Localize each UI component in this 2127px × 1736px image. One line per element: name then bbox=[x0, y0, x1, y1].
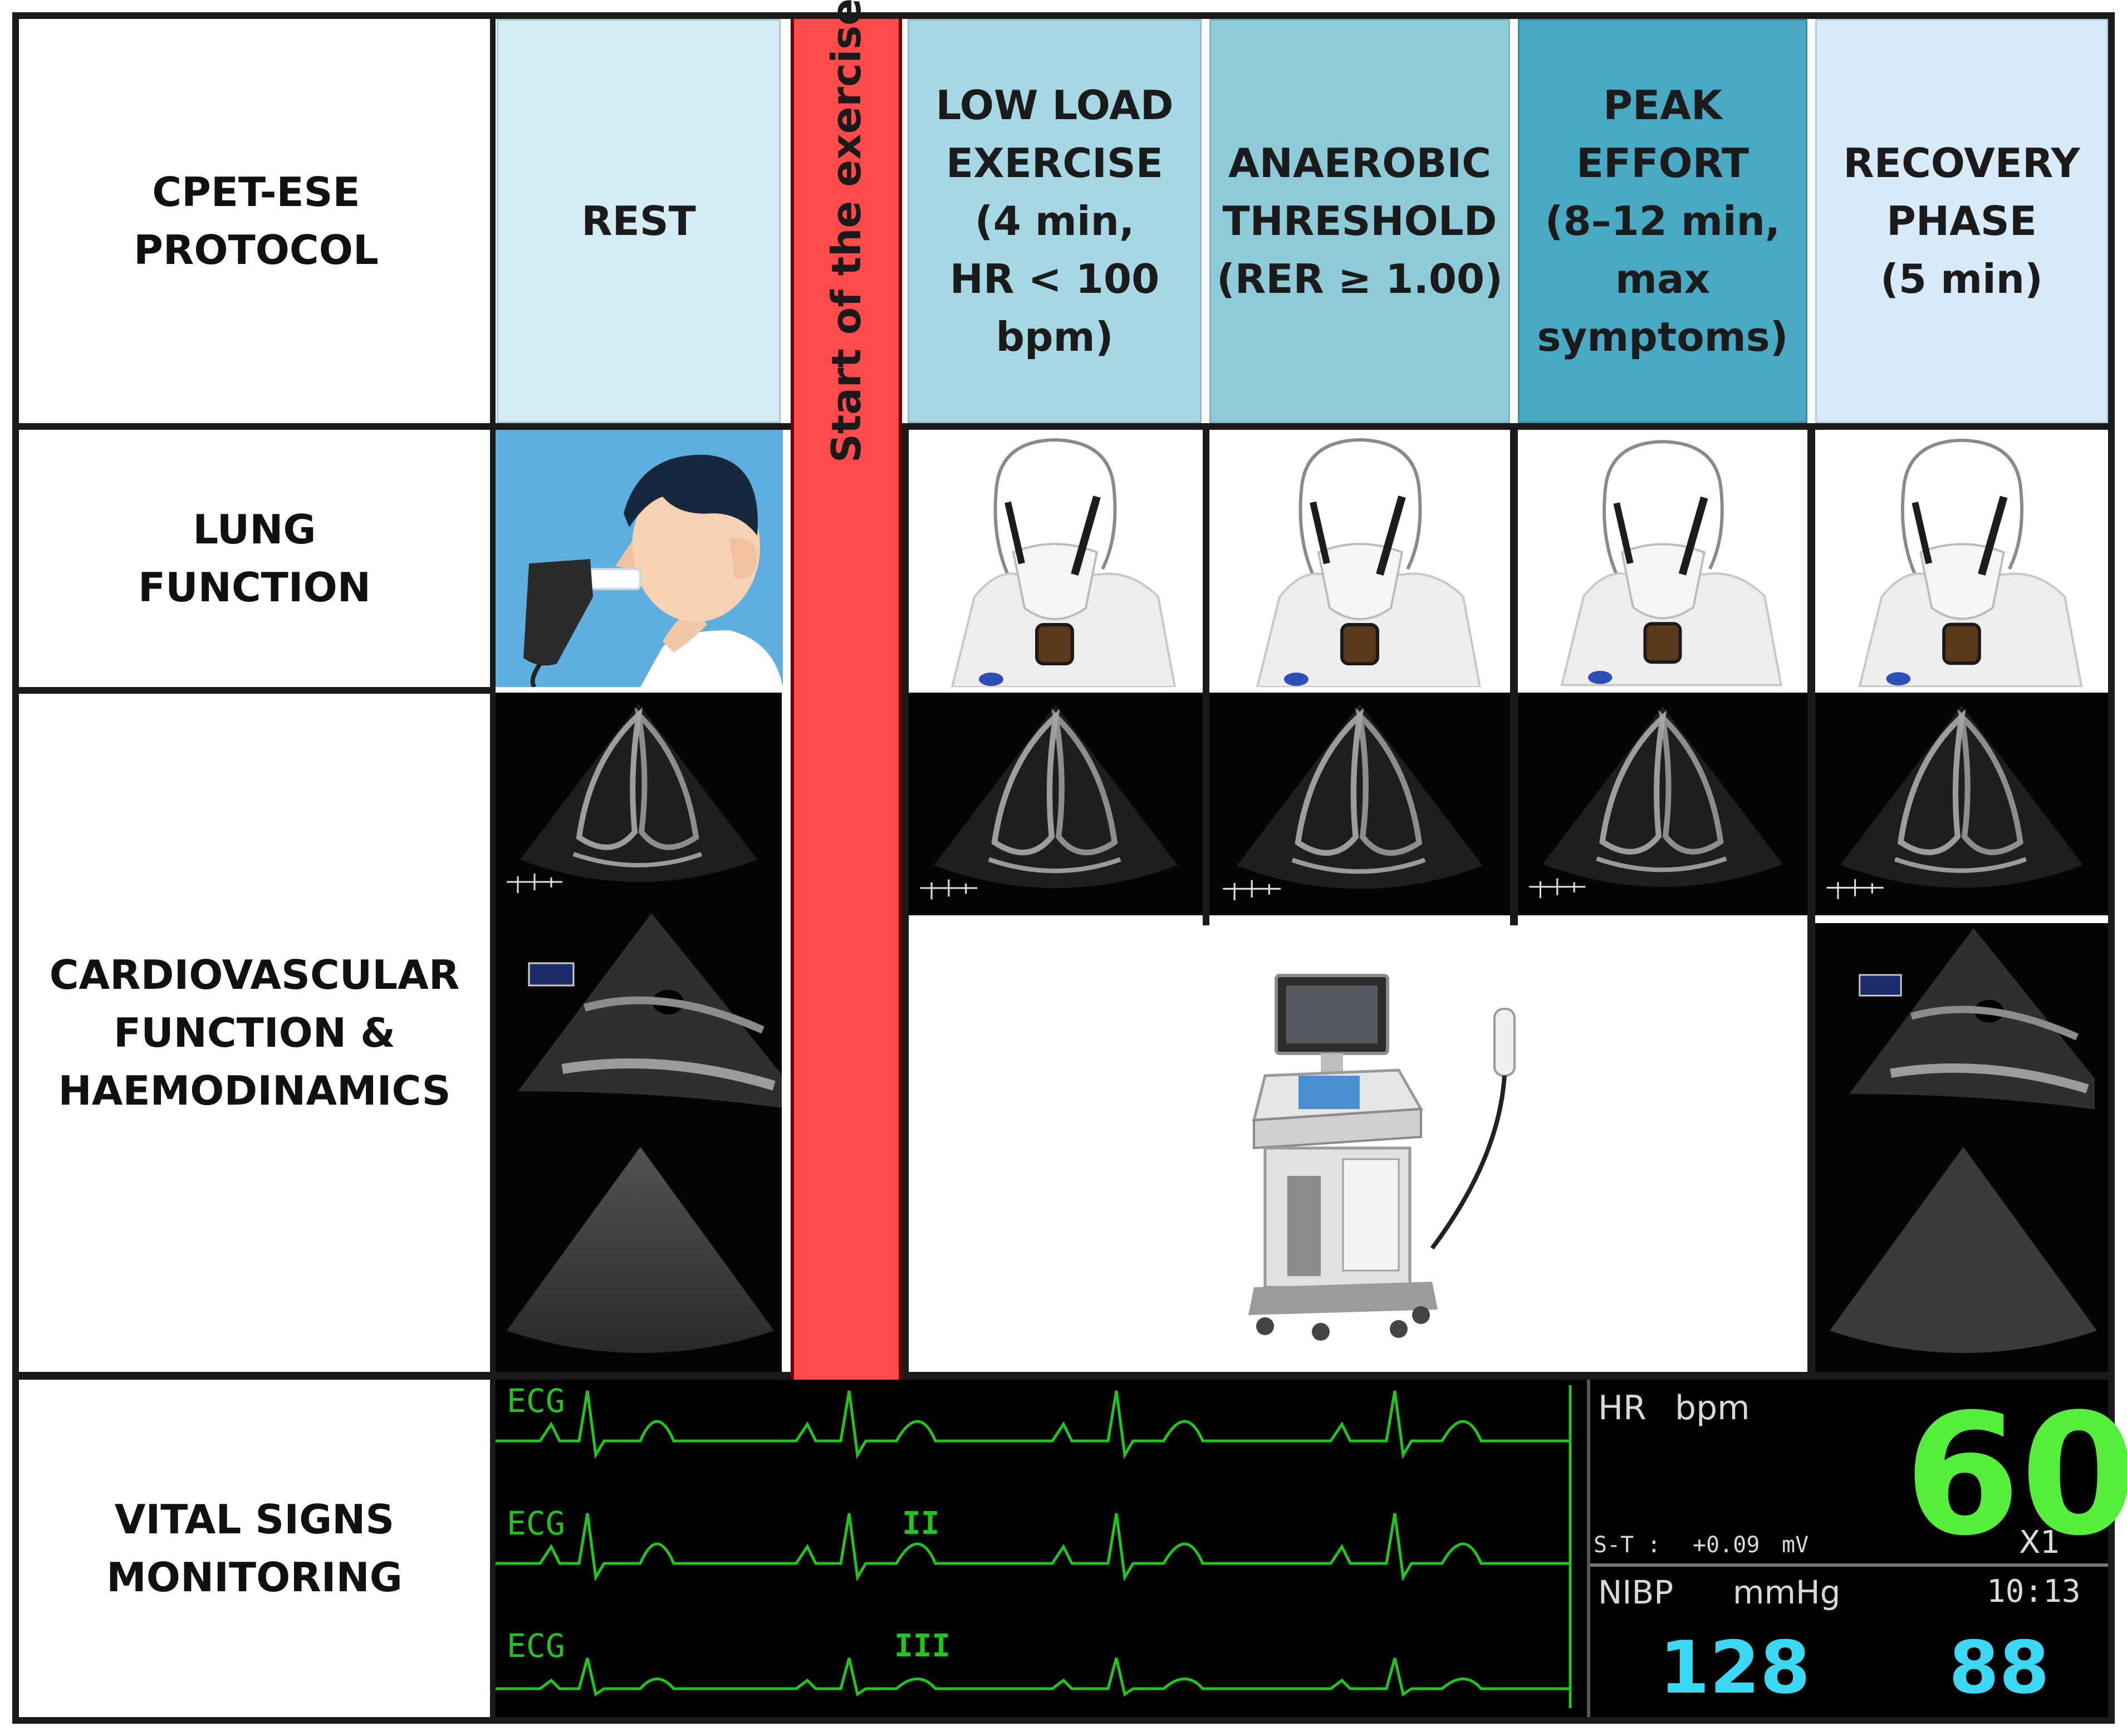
ecg-lead-1-label: ECG bbox=[507, 1382, 565, 1420]
mask-headgear-icon bbox=[1858, 438, 2083, 688]
subcostal-ivc-echo bbox=[518, 913, 782, 1108]
apical-four-chamber-echo bbox=[507, 704, 757, 893]
st-unit: mV bbox=[1782, 1532, 1809, 1558]
lung-ultrasound-sector bbox=[507, 1147, 774, 1353]
apical-four-chamber-echo bbox=[920, 705, 1178, 900]
echo-low bbox=[909, 693, 1203, 915]
row-divider-2 bbox=[19, 687, 493, 694]
col-sep-d bbox=[1807, 430, 1815, 1372]
phase-rest-header: REST bbox=[497, 19, 781, 423]
col-sep-b bbox=[1203, 430, 1209, 925]
ecg-strip-panel bbox=[496, 1380, 1587, 1717]
ivc-echo-rest bbox=[496, 908, 782, 1130]
phase-anaerobic-header: ANAEROBIC THRESHOLD (RER ≥ 1.00) bbox=[1209, 19, 1510, 423]
person-spirometer-icon bbox=[523, 454, 783, 687]
hr-label: HR bbox=[1598, 1389, 1646, 1428]
monitor-divider bbox=[1590, 1563, 2108, 1567]
row-divider-1b bbox=[902, 423, 2108, 430]
apical-four-chamber-echo bbox=[1223, 704, 1483, 901]
row-divider-1 bbox=[19, 423, 791, 430]
cpet-mask-recovery bbox=[1815, 430, 2108, 688]
start-exercise-bar-overlay bbox=[791, 19, 902, 1380]
echo-peak bbox=[1518, 693, 1807, 915]
nibp-label: NIBP bbox=[1598, 1573, 1674, 1611]
phase-recovery-header: RECOVERY PHASE (5 min) bbox=[1815, 19, 2108, 423]
col-sep-a bbox=[902, 430, 909, 1372]
st-value: +0.09 bbox=[1693, 1532, 1760, 1558]
ivc-echo-recovery bbox=[1815, 923, 2108, 1130]
ecg-lead-2-label: ECG bbox=[507, 1504, 565, 1542]
echo-recovery bbox=[1815, 693, 2108, 915]
apical-four-chamber-echo bbox=[1826, 705, 2083, 899]
phase-low-load-header: LOW LOAD EXERCISE (4 min, HR < 100 bpm) bbox=[908, 19, 1202, 423]
col-sep-c bbox=[1510, 430, 1518, 925]
row-label-lung: LUNG FUNCTION bbox=[19, 430, 490, 687]
column-divider bbox=[490, 19, 496, 1724]
lung-us-rest bbox=[496, 1130, 782, 1372]
ecg-lead-3-mark: III bbox=[894, 1628, 951, 1664]
cpet-mask-anaerobic bbox=[1209, 430, 1510, 688]
row-label-cardio: CARDIOVASCULAR FUNCTION & HAEMODINAMICS bbox=[19, 694, 490, 1372]
nibp-systolic: 128 bbox=[1659, 1625, 1811, 1710]
st-label: S-T : bbox=[1594, 1532, 1661, 1558]
ultrasound-machine-icon bbox=[1248, 974, 1516, 1341]
ultrasound-machine-panel bbox=[909, 925, 1807, 1372]
hr-multiplier: X1 bbox=[2019, 1524, 2060, 1561]
spirometry-illustration bbox=[496, 430, 783, 687]
row-label-vital: VITAL SIGNS MONITORING bbox=[19, 1380, 490, 1717]
hr-unit: bpm bbox=[1675, 1389, 1750, 1428]
echo-anaerobic bbox=[1209, 693, 1510, 915]
cpet-mask-peak bbox=[1518, 430, 1807, 687]
row-label-protocol: CPET-ESE PROTOCOL bbox=[19, 19, 493, 423]
ecg-lead-3-label: ECG bbox=[507, 1627, 565, 1665]
mask-headgear-icon bbox=[950, 438, 1177, 688]
nibp-diastolic: 88 bbox=[1949, 1625, 2050, 1710]
apical-four-chamber-echo bbox=[1529, 706, 1783, 898]
vitals-monitor-panel bbox=[1587, 1380, 2108, 1717]
mask-headgear-icon bbox=[1560, 440, 1783, 686]
nibp-unit: mmHg bbox=[1733, 1573, 1841, 1611]
ecg-lead-2-mark: II bbox=[902, 1505, 940, 1542]
echo-rest bbox=[496, 693, 782, 908]
ecg-waveforms bbox=[496, 1385, 1572, 1708]
subcostal-ivc-echo bbox=[1849, 928, 2095, 1110]
lung-us-recovery bbox=[1815, 1130, 2108, 1372]
monitor-time: 10:13 bbox=[1987, 1573, 2081, 1610]
mask-headgear-icon bbox=[1256, 438, 1482, 688]
cpet-mask-low bbox=[908, 430, 1202, 688]
start-exercise-label-wrap-2: Start of the exercise bbox=[791, 0, 902, 463]
phase-peak-header: PEAK EFFORT (8–12 min, max symptoms) bbox=[1518, 19, 1807, 423]
lung-ultrasound-sector bbox=[1830, 1147, 2097, 1353]
hr-value: 60 bbox=[1904, 1378, 2127, 1572]
row-divider-3 bbox=[19, 1372, 2108, 1380]
start-exercise-label-overlay: Start of the exercise bbox=[823, 0, 870, 463]
